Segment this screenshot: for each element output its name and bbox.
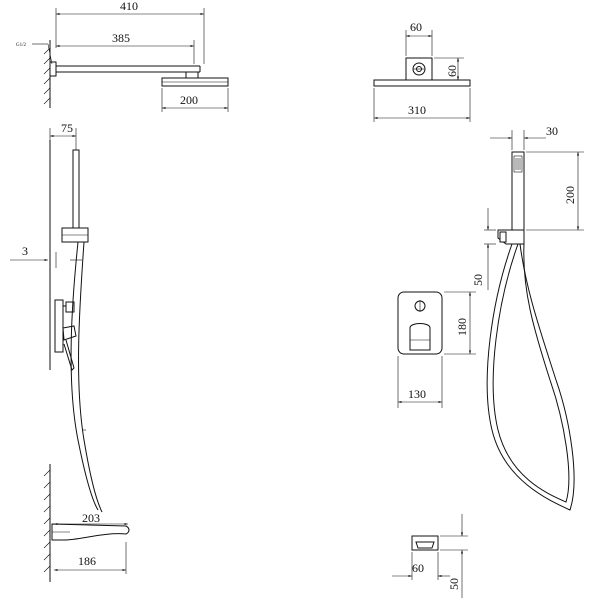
dim-handheld-length: 200 xyxy=(563,186,577,204)
dim-head-width: 310 xyxy=(408,103,426,117)
dim-arm-length: 385 xyxy=(112,31,130,45)
spray-nozzles xyxy=(513,155,523,173)
dim-handheld-offset: 75 xyxy=(61,121,73,135)
dim-valve-width: 130 xyxy=(408,387,426,401)
dim-wall-gap: 3 xyxy=(22,244,28,258)
dim-spout-projection: 203 xyxy=(82,511,100,525)
dim-head-diameter: 200 xyxy=(180,93,198,107)
overhead-side-view: 410 385 G1/2 200 xyxy=(16,0,229,112)
dim-holder-width: 30 xyxy=(546,124,558,138)
dim-spout-width: 60 xyxy=(412,561,424,575)
dim-spout-length: 186 xyxy=(78,554,96,568)
handheld-front-view: 30 200 50 xyxy=(471,124,584,511)
dim-arm-total: 410 xyxy=(120,0,138,13)
overhead-front-view: 60 60 310 xyxy=(373,20,471,122)
dim-top-width: 60 xyxy=(410,20,422,34)
dim-holder-height: 50 xyxy=(471,274,485,286)
dim-spout-height: 50 xyxy=(447,578,461,590)
dim-valve-height: 180 xyxy=(455,318,469,336)
valve-front-view: 180 130 xyxy=(397,291,476,408)
dim-top-height: 60 xyxy=(445,65,459,77)
wall-side-view: 75 3 xyxy=(10,121,130,582)
spout-front-view: 60 50 xyxy=(392,514,468,598)
thread-label: G1/2 xyxy=(16,43,27,48)
